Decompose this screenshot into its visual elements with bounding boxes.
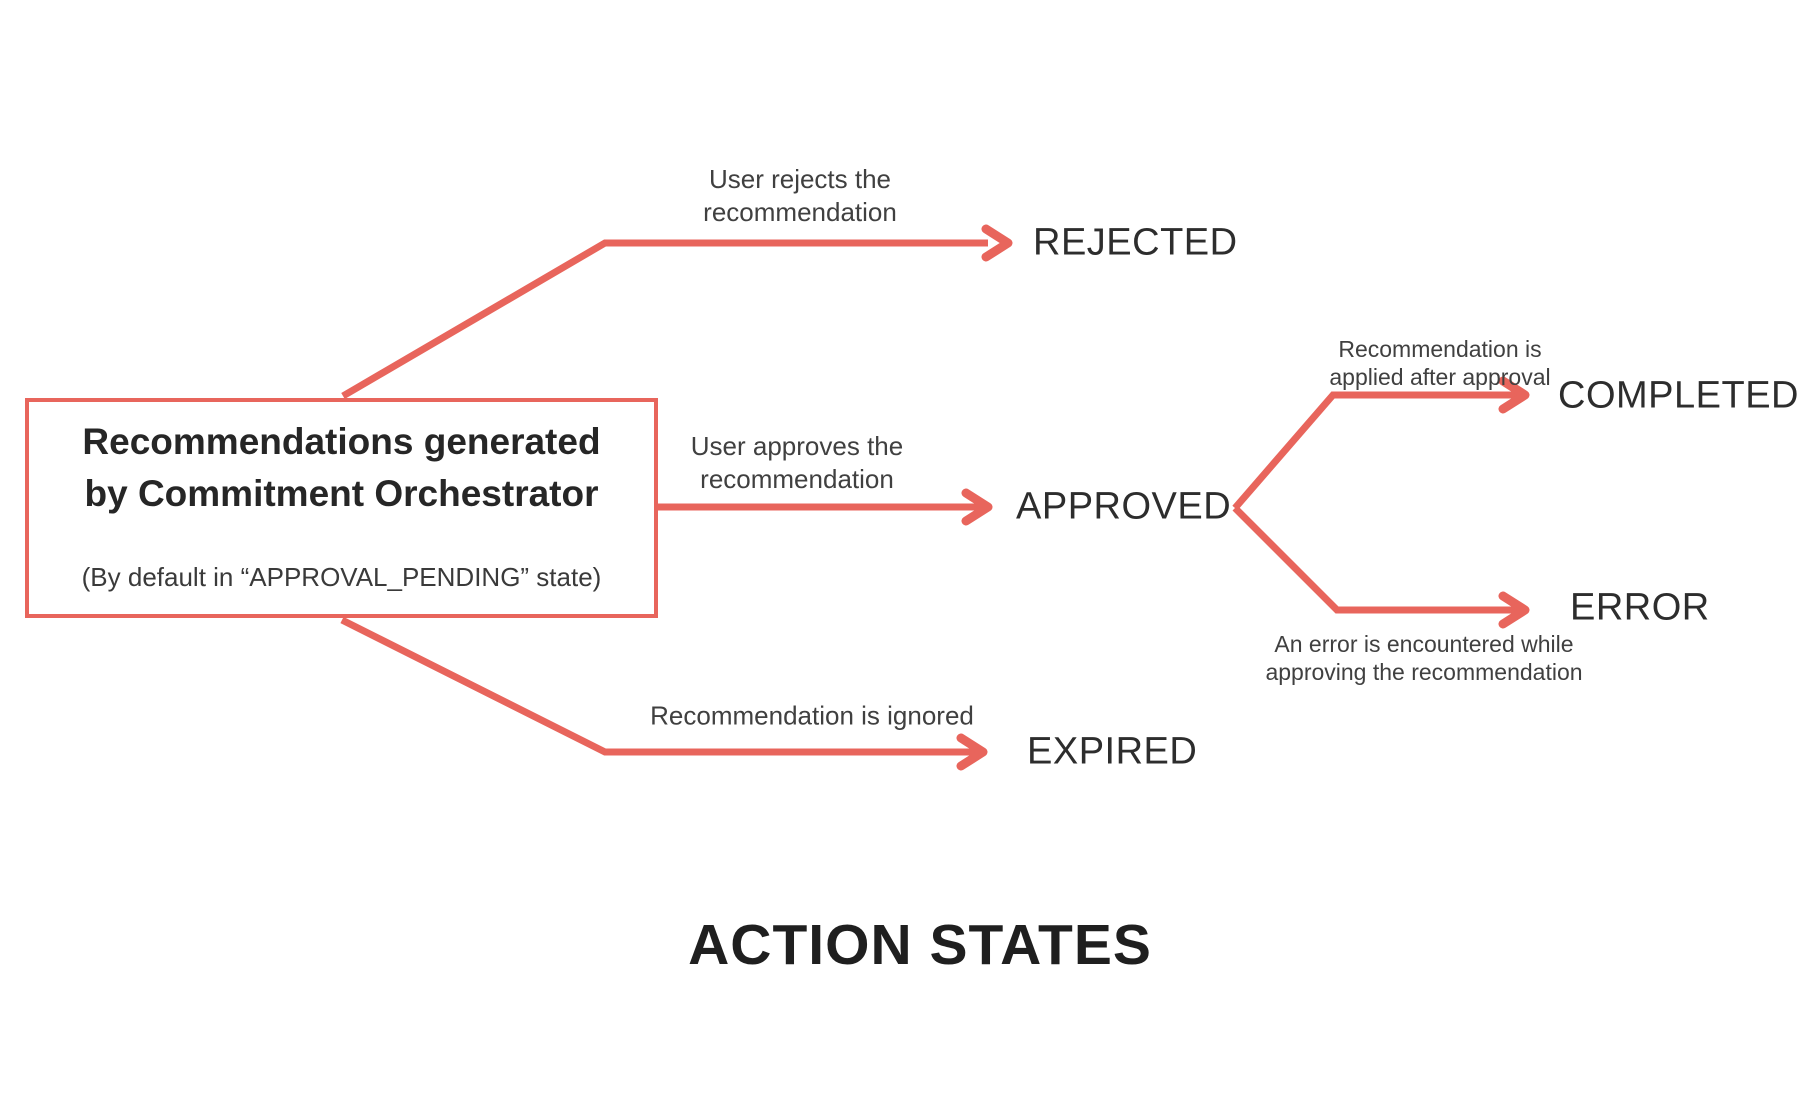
- annotation-approved-line2: recommendation: [700, 464, 894, 494]
- state-expired: EXPIRED: [1027, 730, 1198, 773]
- edge-to-error: [1232, 505, 1523, 614]
- source-node: Recommendations generated by Commitment …: [25, 398, 658, 618]
- annotation-completed-line1: Recommendation is: [1338, 336, 1542, 362]
- diagram-title: ACTION STATES: [688, 913, 1152, 977]
- arrowhead-rejected-icon: [981, 224, 1013, 262]
- arrowhead-expired-icon: [956, 733, 988, 771]
- annotation-rejected-line2: recommendation: [703, 197, 897, 227]
- annotation-expired: Recommendation is ignored: [650, 700, 974, 733]
- edge-to-rejected: [341, 239, 988, 400]
- source-title-line2: by Commitment Orchestrator: [84, 473, 599, 514]
- annotation-approved-line1: User approves the: [690, 431, 904, 461]
- annotation-completed: Recommendation is applied after approval: [1329, 335, 1550, 391]
- annotation-rejected-line1: User rejects the: [708, 164, 892, 194]
- annotation-expired-line1: Recommendation is ignored: [650, 700, 974, 731]
- state-error: ERROR: [1570, 586, 1710, 629]
- source-node-title: Recommendations generated by Commitment …: [29, 416, 654, 520]
- source-title-line1: Recommendations generated: [82, 421, 601, 462]
- annotation-completed-line2: applied after approval: [1329, 364, 1551, 390]
- annotation-error-line1: An error is encountered while: [1274, 631, 1574, 657]
- arrowhead-completed-icon: [1498, 376, 1530, 414]
- state-approved: APPROVED: [1016, 485, 1232, 528]
- annotation-error-line2: approving the recommendation: [1265, 659, 1583, 685]
- edge-to-expired: [340, 616, 981, 756]
- arrowhead-approved-icon: [961, 488, 993, 526]
- edge-to-completed: [1232, 391, 1523, 511]
- state-completed: COMPLETED: [1558, 374, 1799, 417]
- source-node-subtitle: (By default in “APPROVAL_PENDING” state): [81, 562, 602, 592]
- annotation-error: An error is encountered while approving …: [1265, 630, 1582, 686]
- state-rejected: REJECTED: [1033, 221, 1238, 264]
- arrowhead-error-icon: [1498, 591, 1530, 629]
- annotation-rejected: User rejects the recommendation: [703, 163, 897, 229]
- annotation-approved: User approves the recommendation: [691, 430, 903, 496]
